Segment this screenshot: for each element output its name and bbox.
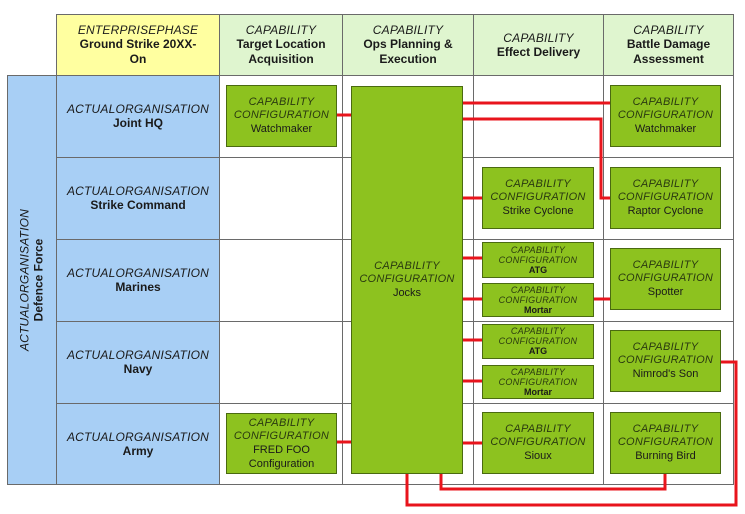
organisation-army: ACTUALORGANISATION Army bbox=[56, 403, 220, 485]
organisation-name: Joint HQ bbox=[113, 116, 163, 130]
connector-jocks-raptor-cyclone bbox=[463, 117, 610, 200]
config-stereotype: CAPABILITY CONFIGURATION bbox=[233, 96, 330, 121]
config-stereotype: CAPABILITY CONFIGURATION bbox=[617, 423, 714, 448]
config-name: Jocks bbox=[392, 287, 422, 299]
organisation-marines: ACTUALORGANISATION Marines bbox=[56, 239, 220, 322]
organisation-type: ACTUALORGANISATION bbox=[66, 348, 210, 362]
config-name: Sioux bbox=[524, 450, 552, 462]
organisation-navy: ACTUALORGANISATION Navy bbox=[56, 321, 220, 404]
capability-name: Effect Delivery bbox=[496, 44, 581, 59]
organisation-name: Navy bbox=[123, 362, 153, 376]
config-name: Burning Bird bbox=[635, 450, 696, 462]
capability-name: Ops Planning & Execution bbox=[363, 37, 453, 66]
capability-name: Battle Damage Assessment bbox=[626, 37, 711, 66]
config-mortar-marines[interactable]: CAPABILITY CONFIGURATION Mortar bbox=[482, 283, 594, 317]
phase-name: Ground Strike 20XX-On bbox=[79, 37, 197, 66]
config-atg-navy[interactable]: CAPABILITY CONFIGURATION ATG bbox=[482, 324, 594, 359]
config-atg-marines[interactable]: CAPABILITY CONFIGURATION ATG bbox=[482, 242, 594, 278]
config-burning-bird[interactable]: CAPABILITY CONFIGURATION Burning Bird bbox=[610, 412, 721, 474]
config-stereotype: CAPABILITY CONFIGURATION bbox=[498, 284, 578, 305]
capability-name: Target Location Acquisition bbox=[236, 37, 326, 66]
column-divider bbox=[473, 75, 474, 485]
organisation-name: Strike Command bbox=[90, 198, 186, 212]
side-organisation bbox=[7, 75, 57, 485]
config-stereotype: CAPABILITY CONFIGURATION bbox=[617, 259, 714, 284]
config-jocks[interactable]: CAPABILITY CONFIGURATION Jocks bbox=[351, 86, 463, 474]
capability-type: CAPABILITY bbox=[633, 23, 704, 37]
config-spotter[interactable]: CAPABILITY CONFIGURATION Spotter bbox=[610, 248, 721, 310]
phase-type: ENTERPRISEPHASE bbox=[77, 23, 199, 37]
config-name: Watchmaker bbox=[250, 123, 313, 135]
config-sioux[interactable]: CAPABILITY CONFIGURATION Sioux bbox=[482, 412, 594, 474]
enterprise-phase-header: ENTERPRISEPHASE Ground Strike 20XX-On bbox=[56, 14, 220, 76]
connector-nimrods-son-jocks bbox=[405, 360, 738, 507]
column-divider bbox=[342, 75, 343, 485]
column-divider bbox=[603, 75, 604, 485]
config-name: Raptor Cyclone bbox=[627, 205, 704, 217]
organisation-type: ACTUALORGANISATION bbox=[66, 429, 210, 444]
config-nimrods-son[interactable]: CAPABILITY CONFIGURATION Nimrod's Son bbox=[610, 330, 721, 392]
capability-header-target-location: CAPABILITY Target Location Acquisition bbox=[219, 14, 343, 76]
connector-jocks-burning-bird bbox=[439, 474, 667, 491]
config-name: ATG bbox=[528, 264, 548, 275]
config-strike-cyclone[interactable]: CAPABILITY CONFIGURATION Strike Cyclone bbox=[482, 167, 594, 229]
config-stereotype: CAPABILITY CONFIGURATION bbox=[233, 416, 330, 442]
config-name: Mortar bbox=[523, 386, 552, 397]
config-stereotype: CAPABILITY CONFIGURATION bbox=[490, 178, 586, 203]
config-name: Spotter bbox=[647, 286, 684, 298]
config-stereotype: CAPABILITY CONFIGURATION bbox=[498, 366, 578, 387]
organisation-name: Marines bbox=[115, 280, 161, 294]
config-stereotype: CAPABILITY CONFIGURATION bbox=[498, 244, 578, 265]
capability-type: CAPABILITY bbox=[503, 30, 574, 45]
organisation-name: Army bbox=[122, 443, 154, 458]
config-name: FRED FOO Configuration bbox=[248, 443, 315, 470]
capability-header-effect-delivery: CAPABILITY Effect Delivery bbox=[473, 14, 604, 76]
organisation-type: ACTUALORGANISATION bbox=[66, 266, 210, 280]
config-stereotype: CAPABILITY CONFIGURATION bbox=[490, 423, 586, 448]
config-watchmaker-tla[interactable]: CAPABILITY CONFIGURATION Watchmaker bbox=[226, 85, 337, 147]
config-name: ATG bbox=[528, 346, 548, 356]
organisation-joint-hq: ACTUALORGANISATION Joint HQ bbox=[56, 75, 220, 158]
config-mortar-navy[interactable]: CAPABILITY CONFIGURATION Mortar bbox=[482, 365, 594, 399]
capability-type: CAPABILITY bbox=[372, 23, 444, 37]
capability-type: CAPABILITY bbox=[245, 23, 317, 37]
capability-header-battle-damage: CAPABILITY Battle Damage Assessment bbox=[603, 14, 734, 76]
config-stereotype: CAPABILITY CONFIGURATION bbox=[617, 96, 714, 121]
config-name: Nimrod's Son bbox=[632, 368, 699, 380]
config-watchmaker-bda[interactable]: CAPABILITY CONFIGURATION Watchmaker bbox=[610, 85, 721, 147]
config-stereotype: CAPABILITY CONFIGURATION bbox=[498, 326, 578, 346]
config-name: Watchmaker bbox=[634, 123, 697, 135]
config-name: Mortar bbox=[523, 304, 552, 315]
config-stereotype: CAPABILITY CONFIGURATION bbox=[359, 260, 455, 285]
config-stereotype: CAPABILITY CONFIGURATION bbox=[617, 341, 714, 366]
config-name: Strike Cyclone bbox=[502, 205, 574, 217]
config-raptor-cyclone[interactable]: CAPABILITY CONFIGURATION Raptor Cyclone bbox=[610, 167, 721, 229]
capability-header-ops-planning: CAPABILITY Ops Planning & Execution bbox=[342, 14, 474, 76]
config-fred-foo[interactable]: CAPABILITY CONFIGURATION FRED FOO Config… bbox=[226, 413, 337, 474]
config-stereotype: CAPABILITY CONFIGURATION bbox=[617, 178, 714, 203]
organisation-type: ACTUALORGANISATION bbox=[66, 102, 210, 116]
organisation-type: ACTUALORGANISATION bbox=[66, 184, 210, 198]
